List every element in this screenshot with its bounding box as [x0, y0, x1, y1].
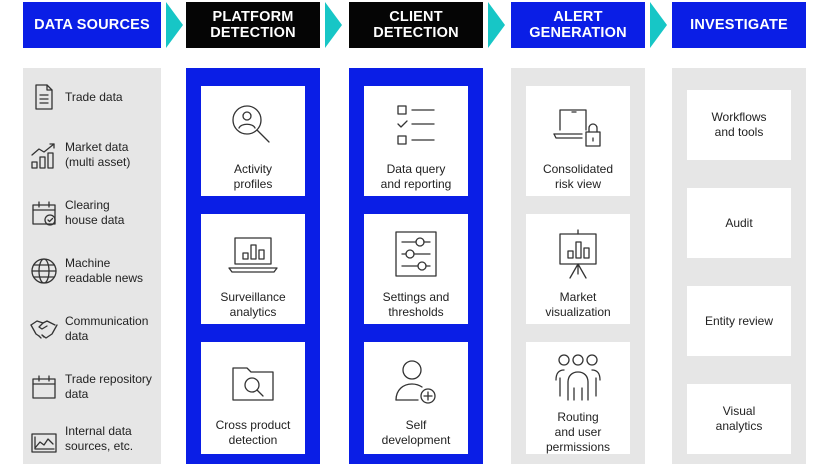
card-label: Cross product detection [215, 418, 291, 447]
source-item-trade-repository: Trade repository data [23, 366, 181, 416]
card-label: Market visualization [545, 290, 611, 319]
flow-arrow-3 [488, 2, 505, 48]
card-label: Visual analytics [715, 404, 763, 433]
card-label: Routing and user permissions [545, 410, 611, 454]
folder-search-icon [225, 354, 281, 410]
source-label: Market data (multi asset) [65, 140, 131, 169]
document-icon [29, 82, 59, 112]
header-platform-detection: PLATFORM DETECTION [186, 2, 320, 48]
handshake-icon [29, 314, 59, 344]
calendar-icon [29, 372, 59, 402]
source-item-communication: Communication data [23, 308, 181, 358]
card-data-query: Data query and reporting [364, 86, 468, 196]
card-label: Audit [725, 215, 753, 230]
card-label: Self development [381, 418, 451, 447]
card-self-development: Self development [364, 342, 468, 454]
card-label: Settings and thresholds [382, 290, 450, 319]
source-item-machine-news: Machine readable news [23, 250, 181, 300]
card-activity-profiles: Activity profiles [201, 86, 305, 196]
card-cross-product-detection: Cross product detection [201, 342, 305, 454]
laptop-lock-icon [550, 98, 606, 154]
flow-arrow-1 [166, 2, 183, 48]
presentation-chart-icon [550, 226, 606, 282]
header-data-sources: DATA SOURCES [23, 2, 161, 48]
card-label: Surveillance analytics [220, 290, 286, 319]
group-icon [550, 350, 606, 406]
header-client-detection: CLIENT DETECTION [349, 2, 483, 48]
flow-arrow-4 [650, 2, 667, 48]
flow-arrow-2 [325, 2, 342, 48]
card-entity-review: Entity review [687, 286, 791, 356]
source-item-trade-data: Trade data [23, 76, 181, 126]
source-label: Machine readable news [65, 256, 144, 285]
card-audit: Audit [687, 188, 791, 258]
source-label: Clearing house data [65, 198, 125, 227]
client-detection-panel: Data query and reporting Settings and th… [349, 68, 483, 464]
card-routing-permissions: Routing and user permissions [526, 342, 630, 454]
source-label: Trade repository data [65, 372, 152, 401]
card-settings-thresholds: Settings and thresholds [364, 214, 468, 324]
alert-generation-panel: Consolidated risk view Market visualizat… [511, 68, 645, 464]
investigate-panel: Workflows and tools Audit Entity review … [672, 68, 806, 464]
source-label: Trade data [65, 90, 123, 104]
source-label: Communication data [65, 314, 149, 343]
source-item-clearing-house: Clearing house data [23, 192, 181, 242]
card-workflows-tools: Workflows and tools [687, 90, 791, 160]
card-label: Workflows and tools [711, 110, 767, 139]
platform-detection-panel: Activity profiles Surveillance analytics… [186, 68, 320, 464]
card-label: Consolidated risk view [542, 162, 614, 191]
card-surveillance-analytics: Surveillance analytics [201, 214, 305, 324]
header-alert-generation: ALERT GENERATION [511, 2, 645, 48]
chart-window-icon [29, 428, 59, 458]
sliders-icon [388, 226, 444, 282]
user-search-icon [225, 98, 281, 154]
card-consolidated-risk: Consolidated risk view [526, 86, 630, 196]
card-market-visualization: Market visualization [526, 214, 630, 324]
source-item-internal: Internal data sources, etc. [23, 418, 181, 464]
source-item-market-data: Market data (multi asset) [23, 134, 181, 184]
calendar-check-icon [29, 198, 59, 228]
card-visual-analytics: Visual analytics [687, 384, 791, 454]
bar-chart-trend-icon [29, 140, 59, 170]
source-label: Internal data sources, etc. [65, 424, 134, 453]
data-sources-panel: Trade data Market data (multi asset) Cle… [23, 68, 161, 464]
globe-icon [29, 256, 59, 286]
card-label: Data query and reporting [380, 162, 452, 191]
header-investigate: INVESTIGATE [672, 2, 806, 48]
laptop-chart-icon [225, 226, 281, 282]
card-label: Entity review [704, 313, 774, 328]
card-label: Activity profiles [233, 162, 273, 191]
checklist-icon [388, 98, 444, 154]
user-add-icon [388, 354, 444, 410]
